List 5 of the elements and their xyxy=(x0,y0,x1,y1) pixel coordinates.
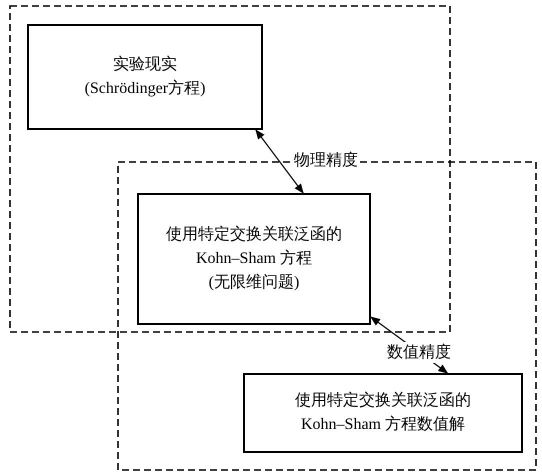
solution-box: 使用特定交换关联泛函的Kohn–Sham 方程数值解 xyxy=(243,373,523,453)
edge-label: 数值精度 xyxy=(385,342,453,363)
result-box: 实验现实 (Schrödinger方程) xyxy=(27,24,263,130)
equation-box: 使用特定交换关联泛函的Kohn–Sham 方程 (无限维问题) xyxy=(137,193,371,325)
double-arrow xyxy=(255,129,304,194)
